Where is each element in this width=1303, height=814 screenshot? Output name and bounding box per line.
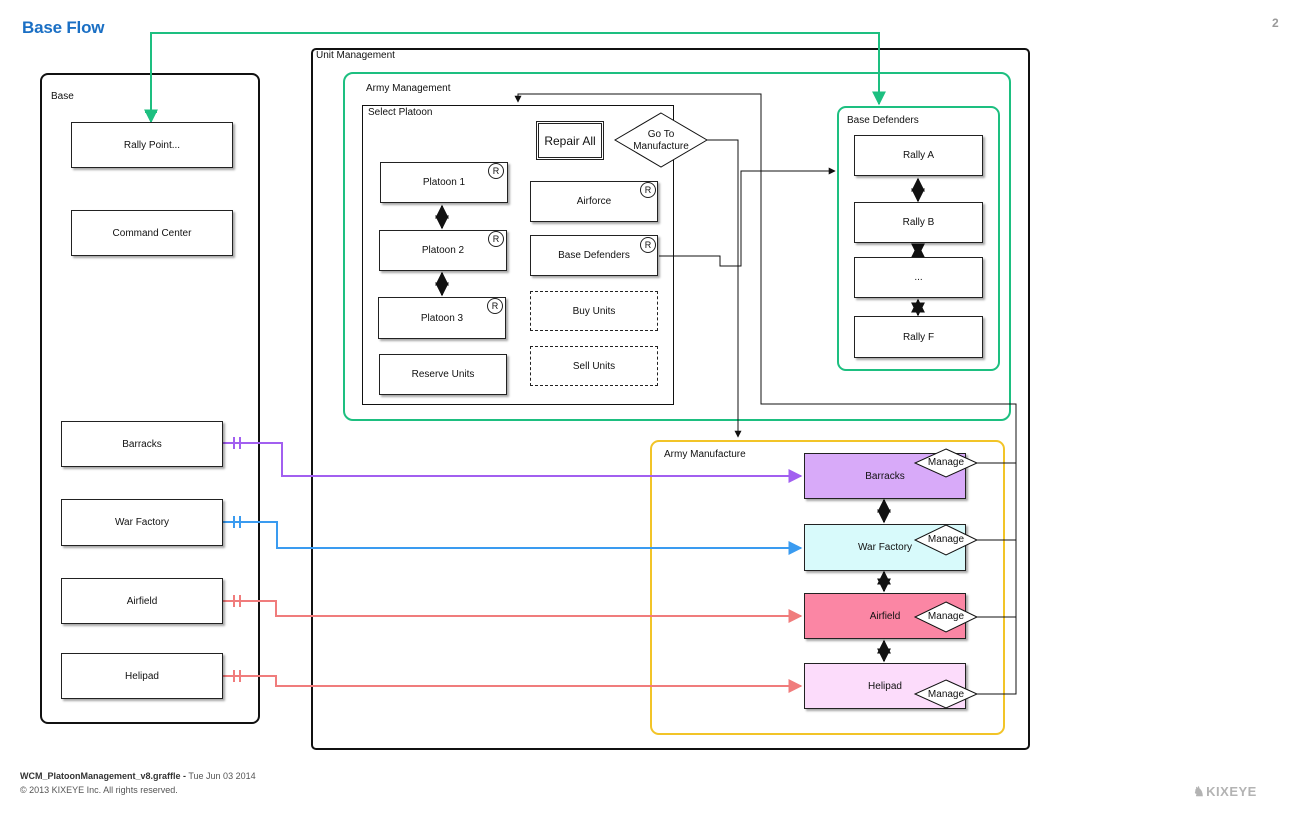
base-title: Base [51, 91, 74, 102]
platoon-3-repair-badge[interactable]: R [487, 298, 503, 314]
army-management-title: Army Management [366, 83, 451, 94]
army-manufacture-title: Army Manufacture [664, 449, 746, 460]
sell-units-box[interactable]: Sell Units [530, 346, 658, 386]
manage-helipad-diamond[interactable] [913, 679, 979, 709]
unit-management-container [311, 48, 1030, 750]
platoon-1-box[interactable]: Platoon 1 [380, 162, 508, 203]
base-war-factory-box[interactable]: War Factory [61, 499, 223, 546]
manufacture-barracks-box[interactable]: Barracks [804, 453, 966, 499]
command-center-box[interactable]: Command Center [71, 210, 233, 256]
manage-airfield-diamond[interactable] [913, 601, 979, 633]
army-management-container [343, 72, 1011, 421]
barracks-link [223, 437, 803, 483]
page-title: Base Flow [22, 18, 105, 37]
platoon-2-box[interactable]: Platoon 2 [379, 230, 507, 271]
buy-units-box[interactable]: Buy Units [530, 291, 658, 331]
page-number: 2 [1272, 16, 1279, 30]
rally-ellipsis-box[interactable]: ... [854, 257, 983, 298]
rally-b-box[interactable]: Rally B [854, 202, 983, 243]
rally-a-box[interactable]: Rally A [854, 135, 983, 176]
repair-all-button[interactable]: Repair All [536, 121, 604, 160]
reserve-units-box[interactable]: Reserve Units [379, 354, 507, 395]
platoon-1-repair-badge[interactable]: R [488, 163, 504, 179]
base-defenders-platoon-box[interactable]: Base Defenders [530, 235, 658, 276]
platoon-3-box[interactable]: Platoon 3 [378, 297, 506, 339]
airforce-repair-badge[interactable]: R [640, 182, 656, 198]
unit-management-title: Unit Management [316, 50, 395, 61]
copyright: © 2013 KIXEYE Inc. All rights reserved. [20, 785, 178, 795]
base-airfield-box[interactable]: Airfield [61, 578, 223, 624]
base-barracks-box[interactable]: Barracks [61, 421, 223, 467]
rally-point-box[interactable]: Rally Point... [71, 122, 233, 168]
manage-barracks-label[interactable]: Manage [927, 457, 965, 468]
base-defenders-container [837, 106, 1000, 371]
rally-f-box[interactable]: Rally F [854, 316, 983, 358]
logo-mark-icon: ♞ [1193, 784, 1206, 799]
helipad-link [223, 670, 803, 693]
flow-lines [435, 93, 1017, 695]
airfield-link [223, 595, 803, 623]
manage-barracks-diamond[interactable] [913, 448, 979, 478]
manage-airfield-label[interactable]: Manage [927, 611, 965, 622]
footer-file-info: WCM_PlatoonManagement_v8.graffle - Tue J… [20, 771, 256, 781]
rally-point-to-base-defenders-connector [144, 32, 886, 124]
manage-helipad-label[interactable]: Manage [927, 689, 965, 700]
go-to-manufacture-label[interactable]: Go To Manufacture [633, 129, 689, 152]
kixeye-logo: ♞KIXEYE [1193, 783, 1258, 800]
war-factory-link [223, 516, 803, 555]
go-to-manufacture-diamond [614, 112, 708, 168]
manage-war-factory-label[interactable]: Manage [927, 534, 965, 545]
airforce-box[interactable]: Airforce [530, 181, 658, 222]
manage-war-factory-diamond[interactable] [913, 524, 979, 556]
base-helipad-box[interactable]: Helipad [61, 653, 223, 699]
base-defenders-repair-badge[interactable]: R [640, 237, 656, 253]
logo-text: KIXEYE [1206, 784, 1257, 799]
footer-file-name: WCM_PlatoonManagement_v8.graffle - [20, 771, 187, 781]
army-manufacture-container [650, 440, 1005, 735]
footer-date: Tue Jun 03 2014 [188, 771, 256, 781]
platoon-2-repair-badge[interactable]: R [488, 231, 504, 247]
